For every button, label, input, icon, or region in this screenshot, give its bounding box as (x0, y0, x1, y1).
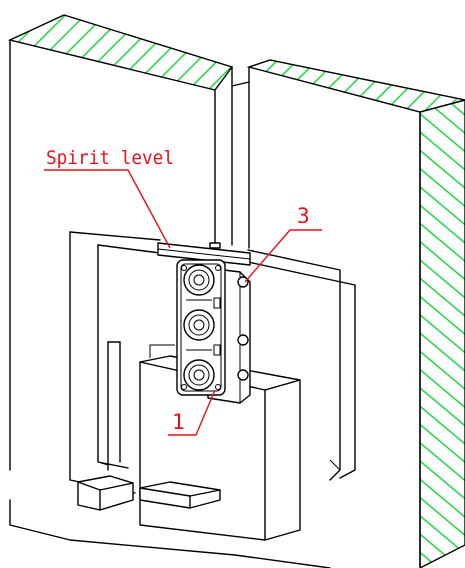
part-3-label: 3 (297, 204, 310, 228)
spirit-level-bar (157, 242, 251, 266)
part-1-leader (168, 389, 216, 436)
leader-lines (44, 169, 322, 436)
valve-cartridge-middle (183, 309, 215, 341)
left-foot-block (77, 475, 134, 511)
valve-cartridge-bottom (183, 359, 215, 391)
wall-body (9, 39, 421, 568)
right-wall-side-face (419, 99, 465, 568)
valve-cartridge-top (183, 264, 215, 296)
wall-top-hatched (7, 14, 465, 568)
valve-body (176, 259, 226, 396)
center-foot-block (139, 481, 221, 509)
part-1-label: 1 (172, 410, 185, 434)
spirit-level-leader (44, 169, 171, 249)
part-3-leader (244, 229, 322, 283)
right-wall-top-face (246, 59, 465, 113)
left-wall-top-face (7, 14, 234, 91)
spirit-level-label: Spirit level (46, 147, 174, 169)
